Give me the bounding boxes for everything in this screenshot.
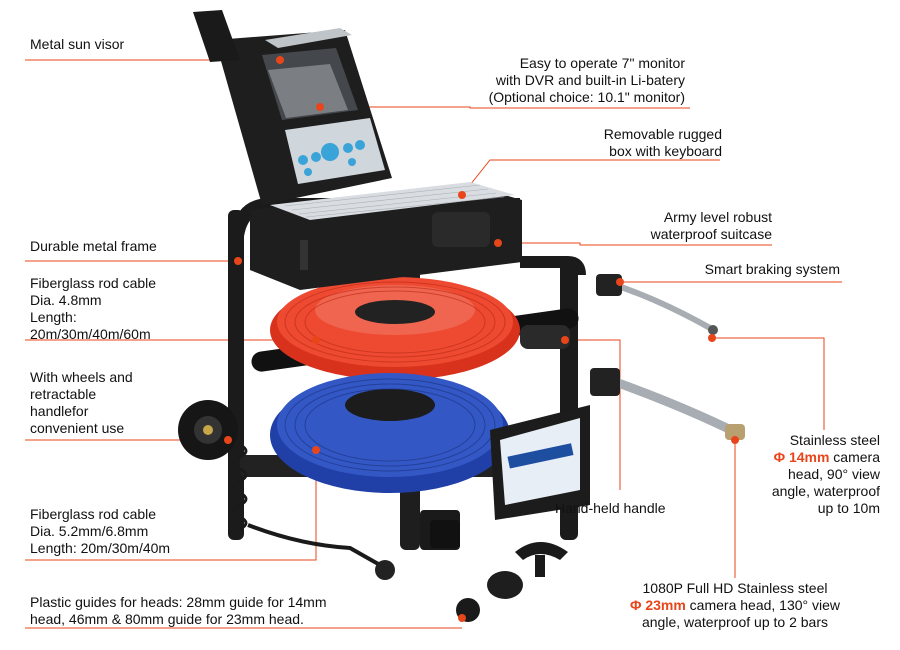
blue-cable-reel — [270, 373, 510, 493]
callout-head-23-line2: camera head, 130° view — [685, 597, 841, 613]
callout-head-14-line2: camera — [829, 449, 880, 465]
leader-handle — [565, 339, 621, 490]
callout-frame: Durable metal frame — [30, 238, 157, 255]
callout-wheels: With wheels and retractable handlefor co… — [30, 369, 133, 437]
callout-suitcase-line2: waterproof suitcase — [650, 226, 772, 242]
callout-fiber-48-line1: Fiberglass rod cable — [30, 275, 157, 291]
camera-head-23mm — [590, 368, 745, 440]
callout-keyboard-box: Removable rugged box with keyboard — [560, 126, 722, 160]
callout-fiber-52: Fiberglass rod cable Dia. 5.2mm/6.8mm Le… — [30, 506, 170, 557]
callout-suitcase-line1: Army level robust — [663, 209, 772, 225]
leader-monitor — [320, 106, 690, 109]
callout-fiber-48-line2: Dia. 4.8mm — [30, 292, 102, 308]
callout-sun-visor: Metal sun visor — [30, 36, 124, 53]
callout-fiber-52-line1: Fiberglass rod cable — [30, 506, 157, 522]
sun-visor — [193, 10, 352, 62]
coiled-cable — [232, 443, 248, 531]
callout-fiber-48-line3: Length: — [30, 309, 77, 325]
monitor-unit — [215, 30, 392, 205]
callout-suitcase: Army level robust waterproof suitcase — [600, 209, 772, 243]
callout-handle-text: Hand-held handle — [555, 500, 666, 516]
plastic-guides — [456, 542, 568, 622]
callout-fiber-48-line4: 20m/30m/40m/60m — [30, 326, 151, 342]
front-foot — [430, 520, 460, 548]
callout-head-14: Stainless steel Φ 14mm camera head, 90° … — [730, 432, 880, 517]
callout-wheels-line1: With wheels and — [30, 369, 133, 385]
callout-head-23-line1: 1080P Full HD Stainless steel — [642, 580, 828, 596]
callout-guides-line1: Plastic guides for heads: 28mm guide for… — [30, 594, 327, 610]
callout-keyboard-box-line1: Removable rugged — [603, 126, 722, 142]
callout-guides: Plastic guides for heads: 28mm guide for… — [30, 594, 326, 628]
callout-guides-line2: head, 46mm & 80mm guide for 23mm head. — [30, 611, 304, 627]
callout-keyboard-box-line2: box with keyboard — [609, 143, 722, 159]
leader-fiber-52 — [25, 450, 317, 561]
callout-head-14-line4: angle, waterproof — [771, 483, 880, 499]
callout-head-23-size: Φ 23mm — [629, 597, 686, 613]
callout-frame-text: Durable metal frame — [30, 238, 157, 254]
wheel — [178, 400, 238, 460]
leader-keyboard-box — [461, 159, 720, 196]
callout-monitor: Easy to operate 7" monitor with DVR and … — [460, 55, 685, 106]
callout-braking-text: Smart braking system — [704, 261, 840, 277]
callout-monitor-line2: with DVR and built-in Li-batery — [495, 72, 685, 88]
callout-wheels-line4: convenient use — [30, 420, 125, 436]
side-label-box — [490, 405, 590, 520]
callout-head-14-line1: Stainless steel — [789, 432, 880, 448]
leader-head-14 — [712, 337, 825, 430]
callout-head-23: 1080P Full HD Stainless steel Φ 23mm cam… — [600, 580, 870, 631]
callout-handle: Hand-held handle — [555, 500, 666, 517]
leader-suitcase — [498, 242, 772, 246]
cable-connector — [375, 560, 395, 580]
camera-head-14mm — [596, 274, 718, 335]
callout-dots — [224, 56, 739, 622]
callout-monitor-line1: Easy to operate 7" monitor — [519, 55, 685, 71]
callout-monitor-line3: (Optional choice: 10.1" monitor) — [488, 89, 685, 105]
callout-wheels-line3: handlefor — [30, 403, 89, 419]
callout-head-14-line3: head, 90° view — [788, 466, 880, 482]
callout-head-14-size: Φ 14mm — [773, 449, 830, 465]
callout-fiber-48: Fiberglass rod cable Dia. 4.8mm Length: … — [30, 275, 156, 343]
keypad-buttons — [298, 140, 365, 176]
callout-head-23-line3: angle, waterproof up to 2 bars — [641, 614, 828, 630]
suitcase — [250, 182, 522, 290]
callout-braking: Smart braking system — [660, 261, 840, 278]
callout-head-14-line5: up to 10m — [817, 500, 880, 516]
callout-wheels-line2: retractable — [30, 386, 97, 402]
callout-fiber-52-line3: Length: 20m/30m/40m — [30, 540, 171, 556]
callout-fiber-52-line2: Dia. 5.2mm/6.8mm — [30, 523, 149, 539]
red-cable-reel — [270, 277, 520, 380]
callout-sun-visor-text: Metal sun visor — [30, 36, 125, 52]
